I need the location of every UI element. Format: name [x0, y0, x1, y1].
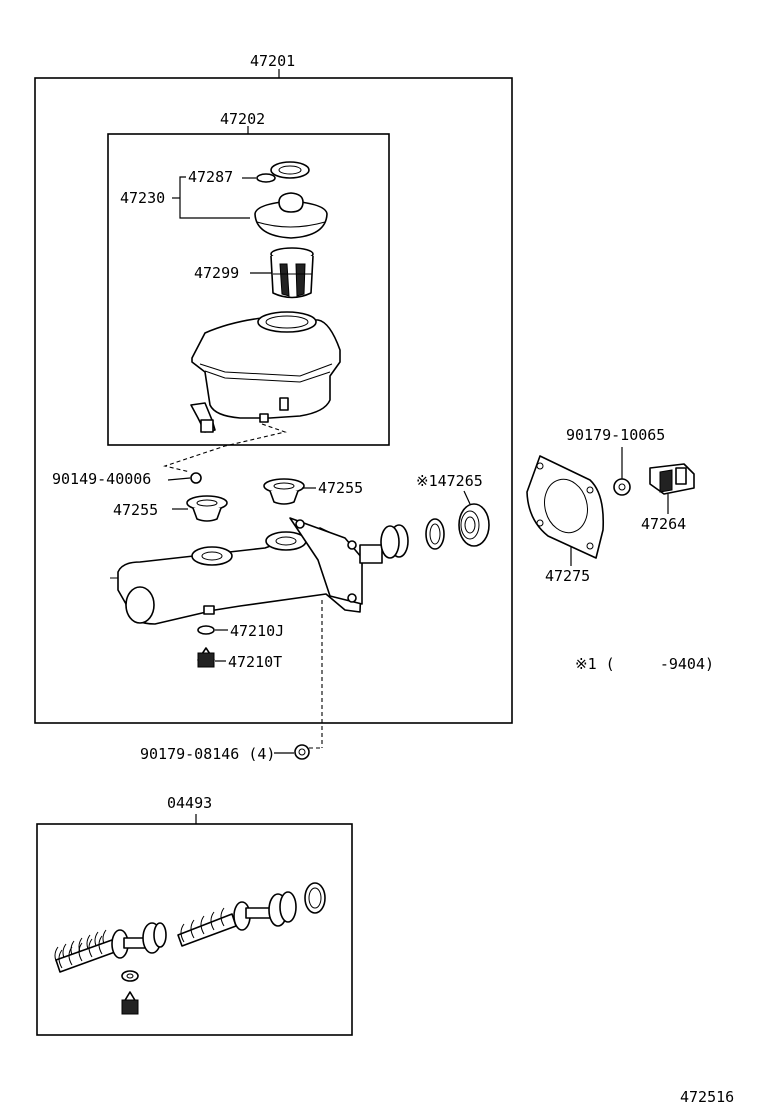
label-kit[interactable]: 04493: [167, 794, 212, 812]
label-small-nut[interactable]: 90179-10065: [566, 426, 665, 444]
push-rod-part: [359, 524, 409, 564]
piston-kit-part: [54, 882, 326, 1015]
label-mount-nut[interactable]: 90179-08146 (4): [140, 745, 275, 763]
label-plug[interactable]: 47210T: [228, 653, 282, 671]
label-cap-gasket[interactable]: 47287: [188, 168, 233, 186]
note-range: ※1 ( -9404): [575, 655, 714, 673]
mount-nut-part: [294, 744, 310, 760]
reservoir-tank-part: [190, 311, 341, 433]
piston-seal-part: [425, 503, 490, 550]
label-screw[interactable]: 90149-40006: [52, 470, 151, 488]
clip-part: [649, 463, 695, 495]
small-nut-part: [613, 478, 631, 496]
plug-washer-part: [197, 625, 215, 635]
screw-part: [167, 472, 202, 484]
strainer-part: [270, 247, 314, 299]
kit-frame: [36, 823, 353, 1036]
diagram-id: 472516: [680, 1088, 734, 1106]
cap-gasket-part: [256, 161, 310, 183]
label-clip[interactable]: 47264: [641, 515, 686, 533]
label-assembly[interactable]: 47201: [250, 52, 295, 70]
label-grommet-left[interactable]: 47255: [113, 501, 158, 519]
master-cylinder-body-part: [110, 517, 363, 625]
assembly-frame: [34, 77, 513, 724]
label-reservoir-assy[interactable]: 47202: [220, 110, 265, 128]
label-cup-kit-note[interactable]: ※147265: [416, 472, 483, 490]
label-cap-assy[interactable]: 47230: [120, 189, 165, 207]
plug-part: [197, 647, 215, 668]
gasket-plate-part: [526, 455, 605, 559]
label-plug-washer[interactable]: 47210J: [230, 622, 284, 640]
label-grommet-right[interactable]: 47255: [318, 479, 363, 497]
reservoir-cap-part: [254, 192, 328, 239]
grommet-left-part: [186, 495, 228, 522]
grommet-right-part: [263, 478, 305, 505]
label-strainer[interactable]: 47299: [194, 264, 239, 282]
label-gasket-plate[interactable]: 47275: [545, 567, 590, 585]
